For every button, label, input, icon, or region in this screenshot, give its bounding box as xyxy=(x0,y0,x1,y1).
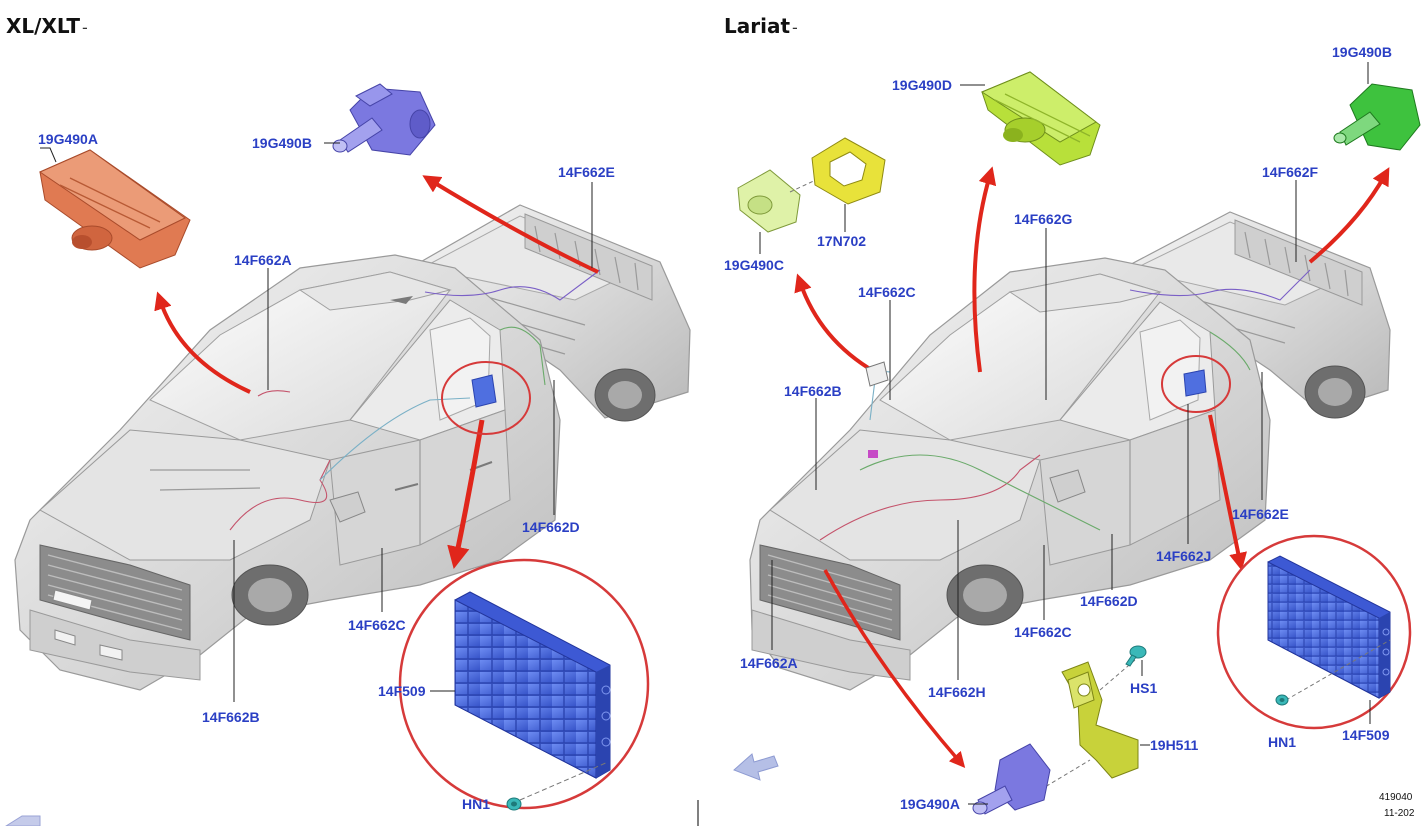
label-hn1-left: HN1 xyxy=(462,796,490,812)
left-view-title: XL/XLT- xyxy=(6,14,88,38)
label-14f662d-left: 14F662D xyxy=(522,519,580,535)
truck-xl-xlt xyxy=(14,204,691,691)
module-in-vehicle-right xyxy=(1183,369,1207,397)
label-14f662e-left: 14F662E xyxy=(558,164,615,180)
red-arrow-front-camera xyxy=(823,569,966,768)
camera-module-19g490a xyxy=(38,149,191,269)
label-14f662e-right: 14F662E xyxy=(1232,506,1289,522)
red-arrow-module xyxy=(447,419,485,570)
bracket-19h511 xyxy=(1061,661,1139,779)
reference-date: 11-202 xyxy=(1384,808,1415,819)
left-arrow-icon[interactable] xyxy=(733,753,779,781)
truck-lariat xyxy=(749,211,1391,691)
label-14f662g: 14F662G xyxy=(1014,211,1072,227)
highlight-ring-small-left xyxy=(441,361,531,435)
red-arrow-rear xyxy=(422,175,599,274)
label-14f662b-left: 14F662B xyxy=(202,709,260,725)
label-14f662a-left: 14F662A xyxy=(234,252,292,268)
camera-module-19g490c xyxy=(737,169,801,233)
label-19g490a-right: 19G490A xyxy=(900,796,960,812)
left-arrow-icon[interactable] xyxy=(5,815,41,826)
label-hs1: HS1 xyxy=(1130,680,1157,696)
red-arrow-tailgate xyxy=(1308,167,1390,264)
camera-module-19g490a-right xyxy=(972,743,1051,815)
control-module-14f509-right xyxy=(1267,555,1391,699)
nut-hn1-left xyxy=(506,797,522,811)
label-19g490b-right: 19G490B xyxy=(1332,44,1392,60)
right-view: Lariat- xyxy=(724,14,1421,819)
label-19g490c: 19G490C xyxy=(724,257,784,273)
red-arrow-roof xyxy=(972,166,997,373)
label-19h511: 19H511 xyxy=(1150,737,1198,753)
label-14f662f: 14F662F xyxy=(1262,164,1318,180)
label-14f509-left: 14F509 xyxy=(378,683,426,699)
label-14f662a-right: 14F662A xyxy=(740,655,798,671)
camera-module-19g490b xyxy=(332,83,436,156)
label-14f662d-right: 14F662D xyxy=(1080,593,1138,609)
label-hn1-right: HN1 xyxy=(1268,734,1296,750)
label-19g490b-left: 19G490B xyxy=(252,135,312,151)
red-arrow-grille xyxy=(794,273,877,374)
control-module-14f509-left xyxy=(454,591,611,779)
label-19g490a-left: 19G490A xyxy=(38,131,98,147)
label-19g490d: 19G490D xyxy=(892,77,952,93)
label-14f662j: 14F662J xyxy=(1156,548,1211,564)
bracket-17n702 xyxy=(811,137,886,205)
module-in-vehicle-left xyxy=(471,374,497,408)
label-14f662h: 14F662H xyxy=(928,684,986,700)
label-14f662c-bottom: 14F662C xyxy=(1014,624,1072,640)
label-14f662b-right: 14F662B xyxy=(784,383,842,399)
red-arrow-front xyxy=(154,291,251,394)
nut-hn1-right xyxy=(1275,694,1289,706)
screw-hs1 xyxy=(1125,645,1147,667)
right-view-title: Lariat- xyxy=(724,14,798,38)
label-14f662c-top: 14F662C xyxy=(858,284,916,300)
reference-number: 419040 xyxy=(1379,792,1413,803)
camera-module-19g490d xyxy=(980,71,1101,166)
camera-module-19g490b-right xyxy=(1333,83,1421,151)
label-17n702: 17N702 xyxy=(817,233,866,249)
label-14f509-right: 14F509 xyxy=(1342,727,1390,743)
red-arrow-module-right xyxy=(1208,414,1247,571)
highlight-ring-small-right xyxy=(1161,355,1231,413)
label-14f662c-left: 14F662C xyxy=(348,617,406,633)
left-view: XL/XLT- xyxy=(5,14,691,826)
